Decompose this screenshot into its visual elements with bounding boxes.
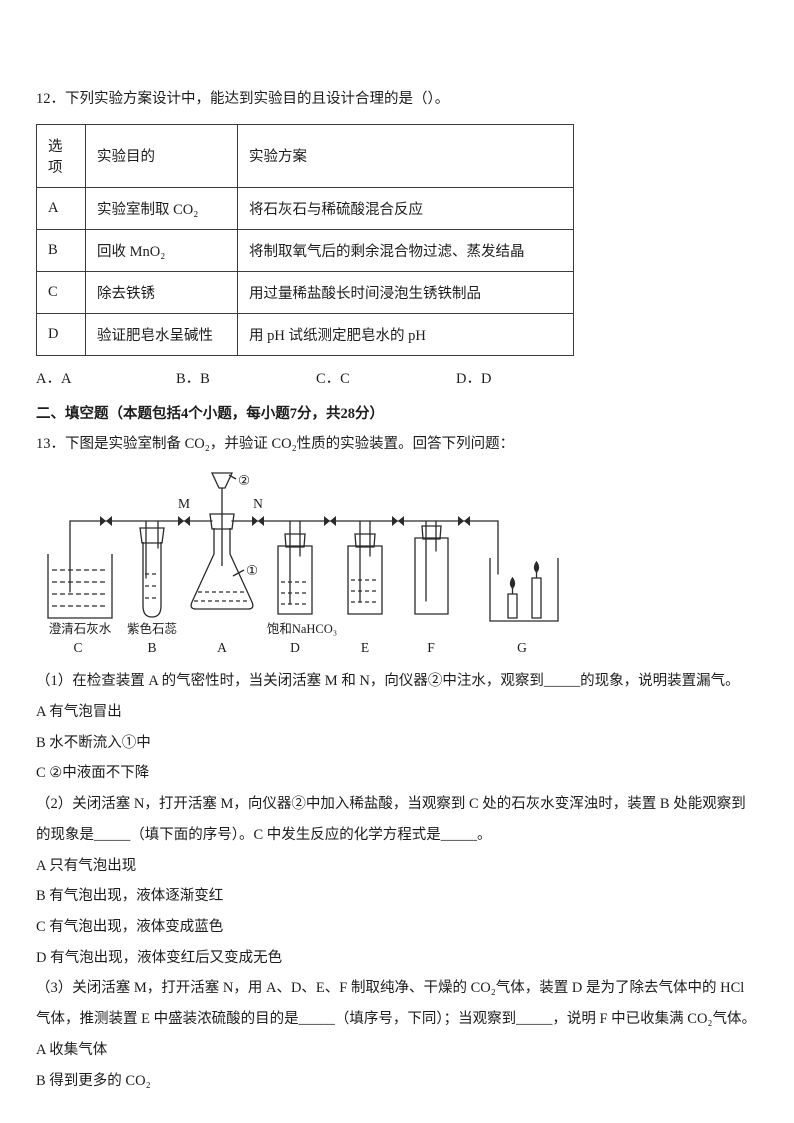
device-letter-f: F <box>427 640 435 655</box>
apparatus-diagram-svg: M N ② ① 澄清石灰水 紫色石蕊 饱和NaHCO₃ C B A D E F … <box>47 472 559 655</box>
q13-part2-option-c: C 有气泡出现，液体变成蓝色 <box>36 918 224 935</box>
valve-n-label: N <box>253 496 263 511</box>
cell-purpose: 除去铁锈 <box>85 270 238 314</box>
candle-icon <box>507 593 518 619</box>
q13-part2-text: （2）关闭活塞 N，打开活塞 M，向仪器②中加入稀盐酸，当观察到 C 处的石灰水… <box>36 796 746 843</box>
cell-plan: 将石灰石与稀硫酸混合反应 <box>237 186 574 230</box>
section-title: 二、填空题（本题包括4个小题，每小题7分，共28分） <box>36 405 384 422</box>
q12-table: 选项 实验目的 实验方案 A 实验室制取 CO₂ 将石灰石与稀硫酸混合反应 B … <box>36 123 574 356</box>
cell-plan: 用 pH 试纸测定肥皂水的 pH <box>237 312 574 356</box>
nahco3-label: 饱和NaHCO₃ <box>267 621 337 636</box>
choice-d: D．D <box>456 370 492 387</box>
cell-option: A <box>36 186 86 230</box>
device-letter-e: E <box>361 640 369 655</box>
device-letter-c: C <box>73 640 82 655</box>
cell-purpose: 回收 MnO₂ <box>85 228 238 272</box>
gas-bottle-e <box>347 533 383 615</box>
table-row: D 验证肥皂水呈碱性 用 pH 试纸测定肥皂水的 pH <box>36 312 574 356</box>
valve-m-label: M <box>178 496 190 511</box>
cell-option: B <box>36 228 86 272</box>
device-letter-g: G <box>517 640 527 655</box>
choice-c: C．C <box>316 370 350 387</box>
funnel-icon <box>210 472 234 489</box>
funnel-circled-2-label: ② <box>238 473 250 488</box>
q13-part3-option-a: A 收集气体 <box>36 1041 108 1058</box>
cell-plan: 用过量稀盐酸长时间浸泡生锈铁制品 <box>237 270 574 314</box>
limewater-label: 澄清石灰水 <box>49 621 112 636</box>
q13-part3-text: （3）关闭活塞 M，打开活塞 N，用 A、D、E、F 制取纯净、干燥的 CO₂气… <box>36 980 756 1028</box>
q13-part1-option-a: A 有气泡冒出 <box>36 703 122 720</box>
table-header-row: 选项 实验目的 实验方案 <box>36 123 574 188</box>
flame-icon <box>533 560 540 574</box>
cell-purpose: 实验室制取 CO₂ <box>85 186 238 230</box>
device-letter-d: D <box>290 640 300 655</box>
apparatus-diagram: M N ② ① 澄清石灰水 紫色石蕊 饱和NaHCO₃ C B A D E F … <box>40 466 758 662</box>
col-header-option: 选项 <box>36 123 86 188</box>
q13-stem: 13．下图是实验室制备 CO₂，并验证 CO₂性质的实验装置。回答下列问题： <box>36 436 515 453</box>
litmus-label: 紫色石蕊 <box>127 621 178 636</box>
choice-b: B．B <box>176 370 210 387</box>
collecting-bottle-f <box>414 525 449 615</box>
stopcock-valve-icons <box>100 516 470 527</box>
q12-choices: A．A B．B C．C D．D <box>36 364 758 396</box>
beaker-g <box>489 558 559 622</box>
beaker-c <box>47 554 113 619</box>
gas-manifold <box>69 520 499 605</box>
cell-plan: 将制取氧气后的剩余混合物过滤、蒸发结晶 <box>237 228 574 272</box>
q13-part3-option-b: B 得到更多的 CO₂ <box>36 1072 151 1089</box>
q13-part2-option-b: B 有气泡出现，液体逐渐变红 <box>36 888 224 905</box>
choice-a: A．A <box>36 370 72 387</box>
cell-option: C <box>36 270 86 314</box>
cell-purpose: 验证肥皂水呈碱性 <box>85 312 238 356</box>
candle-icon <box>531 577 542 619</box>
gas-bottle-d <box>277 533 313 615</box>
flame-icon <box>509 576 516 590</box>
q13-part2-option-d: D 有气泡出现，液体变红后又变成无色 <box>36 949 283 966</box>
col-header-purpose: 实验目的 <box>85 123 238 188</box>
table-row: B 回收 MnO₂ 将制取氧气后的剩余混合物过滤、蒸发结晶 <box>36 228 574 272</box>
col-header-plan: 实验方案 <box>237 123 574 188</box>
q13-part2-option-a: A 只有气泡出现 <box>36 857 137 874</box>
q12-stem: 12．下列实验方案设计中，能达到实验目的且设计合理的是（）。 <box>36 91 450 107</box>
test-tube-b <box>139 527 165 618</box>
table-row: A 实验室制取 CO₂ 将石灰石与稀硫酸混合反应 <box>36 186 574 230</box>
device-letter-b: B <box>147 640 156 655</box>
cell-option: D <box>36 312 86 356</box>
table-row: C 除去铁锈 用过量稀盐酸长时间浸泡生锈铁制品 <box>36 270 574 314</box>
device-letter-a: A <box>217 640 227 655</box>
q13-part1-option-c: C ②中液面不下降 <box>36 765 150 782</box>
flask-a <box>190 472 254 610</box>
flask-circled-1-label: ① <box>246 563 258 578</box>
q13-part1-option-b: B 水不断流入①中 <box>36 734 151 751</box>
q13-part1-text: （1）在检查装置 A 的气密性时，当关闭活塞 M 和 N，向仪器②中注水，观察到… <box>36 673 740 690</box>
